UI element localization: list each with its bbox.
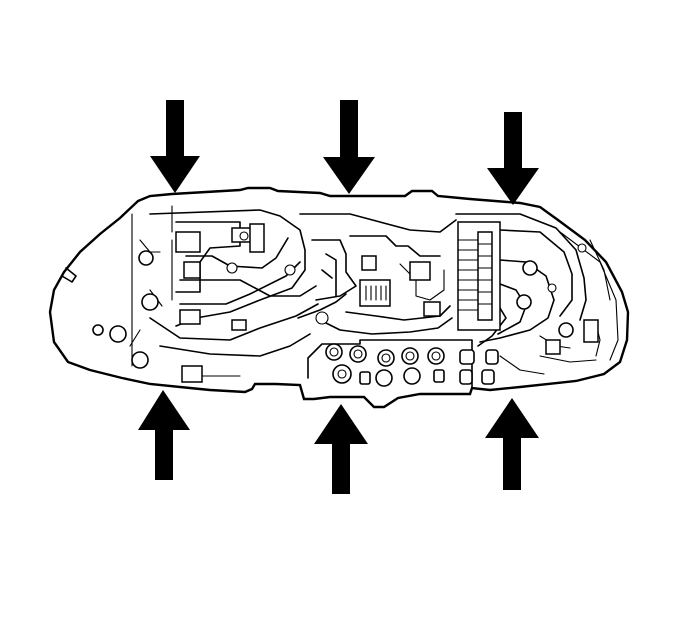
trace — [349, 235, 441, 257]
trace — [149, 209, 306, 327]
ic-chip — [359, 279, 391, 307]
connector-left — [175, 231, 201, 253]
trace — [179, 279, 317, 297]
arrow-icon — [314, 404, 368, 494]
bulb-socket-icon — [485, 349, 499, 365]
trace — [299, 213, 457, 233]
trace — [345, 305, 451, 321]
connector-pins — [457, 239, 493, 311]
screw-pad-icon — [131, 351, 149, 369]
board-clip-left — [61, 267, 77, 283]
component-pad — [409, 261, 431, 281]
trace — [175, 221, 241, 293]
trace — [319, 317, 453, 335]
bulb-socket-icon — [459, 369, 473, 385]
board-inner-edge — [131, 205, 619, 367]
screw-pad-icon — [141, 293, 159, 311]
component-pad — [423, 301, 441, 317]
arrow-icon — [150, 100, 200, 193]
bulb-socket-icon — [381, 353, 391, 363]
arrow-icon — [487, 112, 539, 205]
bulb-socket-icon — [431, 351, 441, 361]
bulb-socket-icon — [481, 369, 495, 385]
relay-block — [249, 223, 265, 253]
screw-pad-icon — [239, 231, 249, 241]
bulb-socket-icon — [353, 349, 363, 359]
trace — [159, 333, 311, 357]
screw-pad-icon — [226, 262, 238, 274]
component-pad — [231, 319, 247, 331]
arrow-icon — [485, 398, 539, 490]
component-pad — [183, 261, 201, 279]
trace — [311, 239, 357, 301]
arrow-icon — [323, 100, 375, 194]
screw-pad-icon — [516, 294, 532, 310]
trace — [455, 213, 587, 321]
bulb-socket-icon — [375, 369, 393, 387]
screw-pad-icon — [92, 324, 104, 336]
screw-pad-icon — [558, 322, 574, 338]
component-pad — [583, 319, 599, 343]
trace — [185, 237, 289, 269]
ic-chip-pins — [365, 285, 387, 301]
component-pad — [181, 365, 203, 383]
bulb-socket-icon — [359, 371, 371, 385]
screw-pad-icon — [109, 325, 127, 343]
screw-pad-icon — [547, 283, 557, 293]
screw-pad-icon — [284, 264, 296, 276]
component-pad — [179, 309, 201, 325]
fastener-pads — [92, 231, 587, 369]
bulb-socket-icon — [403, 367, 421, 385]
bulb-socket-icon — [459, 349, 475, 365]
screw-pad-icon — [138, 250, 154, 266]
arrows-top — [150, 100, 539, 205]
trace — [149, 303, 319, 341]
trace — [297, 293, 347, 319]
bulb-socket-icon — [405, 351, 415, 361]
cluster-connector-strip — [477, 231, 493, 321]
component-pad — [361, 255, 377, 271]
screw-pad-icon — [315, 311, 329, 325]
board-notch-bottom — [307, 339, 473, 389]
component-pad — [545, 339, 561, 355]
trace — [321, 253, 337, 297]
bulb-socket-icon — [433, 369, 445, 383]
screw-pad-icon — [577, 243, 587, 253]
trace — [499, 229, 573, 317]
bulb-sockets — [325, 343, 499, 387]
bulb-socket-icon — [337, 369, 347, 379]
arrows-bottom — [138, 390, 539, 494]
screw-pad-icon — [522, 260, 538, 276]
arrow-icon — [138, 390, 190, 480]
bulb-socket-icon — [329, 347, 339, 357]
board-components — [175, 221, 599, 383]
